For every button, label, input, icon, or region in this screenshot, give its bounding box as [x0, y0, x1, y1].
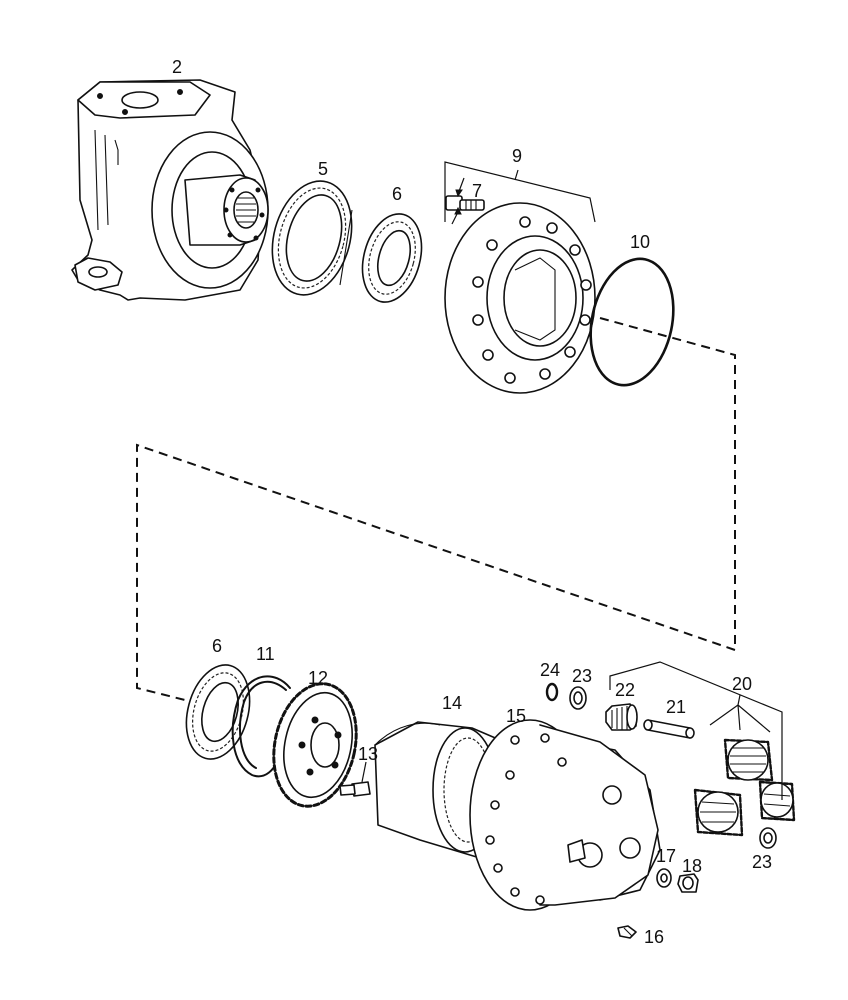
part-9-wheel-hub	[444, 202, 596, 394]
callout-13: 13	[358, 744, 378, 764]
callout-16: 16	[644, 927, 664, 947]
callout-2: 2	[172, 57, 182, 77]
part-18-drain-plug	[677, 873, 699, 893]
part-21-planet-pin	[643, 719, 695, 739]
callout-9: 9	[512, 146, 522, 166]
callout-24: 24	[540, 660, 560, 680]
part-5-seal-ring	[271, 180, 353, 296]
part-12-gear-disk	[272, 682, 358, 808]
callout-23-lower: 23	[752, 852, 772, 872]
part-11-snap-ring	[231, 675, 291, 778]
callout-10: 10	[630, 232, 650, 252]
callout-21: 21	[666, 697, 686, 717]
callout-7: 7	[472, 181, 482, 201]
part-2-knuckle-housing	[71, 79, 269, 301]
callout-15: 15	[506, 706, 526, 726]
callout-6-upper: 6	[392, 184, 402, 204]
part-6-bearing-upper	[361, 213, 423, 303]
leader-9	[514, 169, 519, 181]
part-20-planet-gears	[693, 738, 796, 837]
part-6-bearing-lower	[185, 664, 251, 760]
callout-18: 18	[682, 856, 702, 876]
part-10-o-ring	[589, 257, 675, 387]
callout-17: 17	[656, 846, 676, 866]
callout-20: 20	[732, 674, 752, 694]
part-23-washer-upper	[569, 686, 587, 710]
part-24-small-ring	[545, 682, 559, 702]
bracket-9	[444, 161, 596, 223]
part-16-screw	[617, 925, 637, 939]
callout-12: 12	[308, 668, 328, 688]
callout-22: 22	[615, 680, 635, 700]
part-15-planetary-housing	[469, 719, 661, 911]
callout-11: 11	[256, 644, 275, 664]
assembly-alignment-line	[136, 317, 736, 701]
part-7-wheel-stud	[445, 177, 485, 225]
part-23-washer-lower	[759, 827, 777, 849]
part-13-screw	[339, 761, 371, 797]
part-17-washer	[656, 868, 672, 888]
leader-20	[709, 694, 771, 733]
callout-6-lower: 6	[212, 636, 222, 656]
callout-14: 14	[442, 693, 462, 713]
callout-5: 5	[318, 159, 328, 179]
callout-23-upper: 23	[572, 666, 592, 686]
bracket-20	[609, 661, 783, 800]
part-22-needle-bearing	[605, 703, 638, 731]
